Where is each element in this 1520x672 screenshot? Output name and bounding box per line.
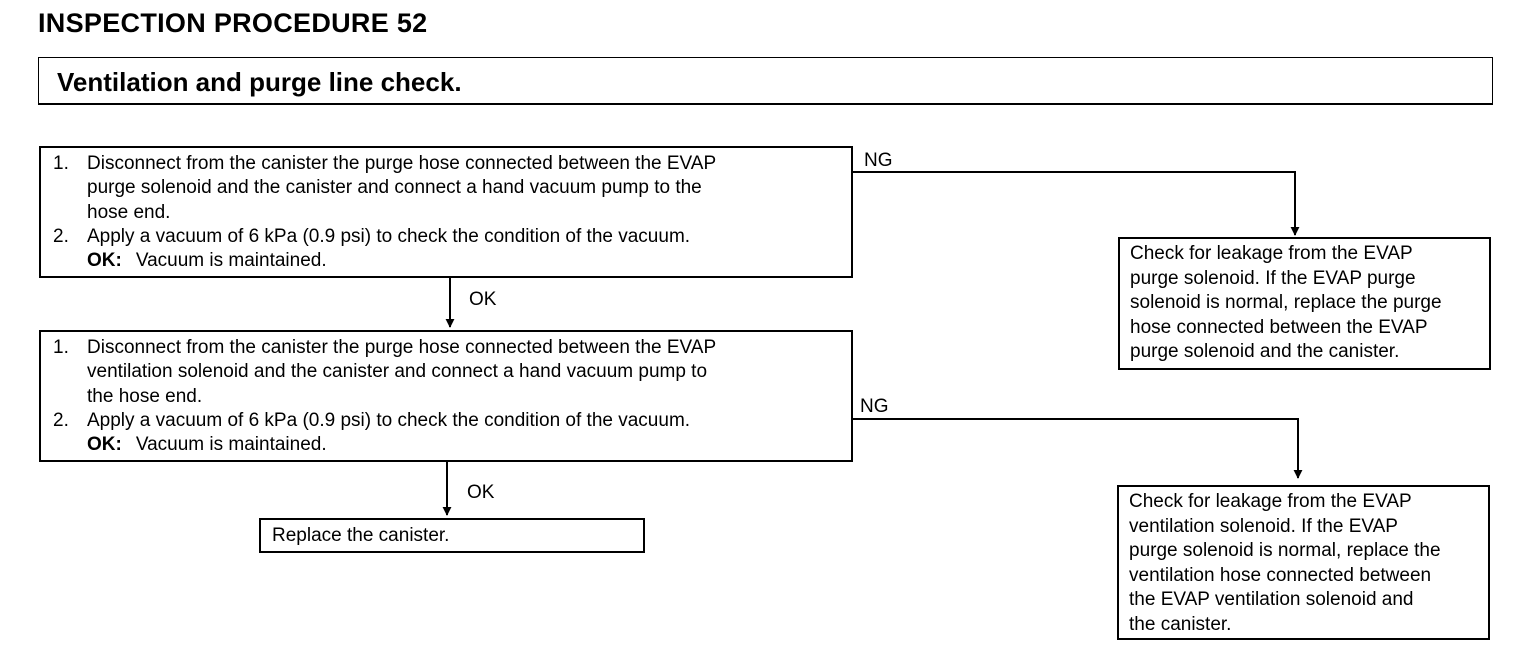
result-line: Check for leakage from the EVAP xyxy=(1130,243,1413,264)
ok-criterion: OK: Vacuum is maintained. xyxy=(41,433,851,457)
step-number: 1. xyxy=(53,153,69,174)
procedure-title: Ventilation and purge line check. xyxy=(57,67,462,97)
step-line: the hose end. xyxy=(87,385,203,407)
result-line: the EVAP ventilation solenoid and xyxy=(1129,589,1414,610)
step-number: 2. xyxy=(53,409,69,431)
result-box-purge: Check for leakage from the EVAP purge so… xyxy=(1118,237,1491,370)
result-line: purge solenoid and the canister. xyxy=(1130,341,1400,362)
step-line: Disconnect from the canister the purge h… xyxy=(87,337,717,358)
procedure-heading: INSPECTION PROCEDURE 52 xyxy=(38,8,428,38)
result-line: purge solenoid. If the EVAP purge xyxy=(1130,267,1416,289)
ok-criterion: OK: Vacuum is maintained. xyxy=(41,249,851,273)
title-box: Ventilation and purge line check. xyxy=(38,57,1493,105)
step-item: 1. Disconnect from the canister the purg… xyxy=(41,336,851,409)
ok-criterion-text: Vacuum is maintained. xyxy=(135,250,327,272)
ng-label-2: NG xyxy=(860,396,889,417)
ok-criterion-label: OK: xyxy=(87,250,122,272)
result-line: ventilation hose connected between xyxy=(1129,564,1432,586)
step-line: ventilation solenoid and the canister an… xyxy=(87,361,708,383)
step-box-1: 1. Disconnect from the canister the purg… xyxy=(39,146,853,278)
step-number: 1. xyxy=(53,337,69,358)
ng-connector-1 xyxy=(852,171,1300,236)
step-number: 2. xyxy=(53,225,69,247)
final-box: Replace the canister. xyxy=(259,518,645,553)
step-line: Apply a vacuum of 6 kPa (0.9 psi) to che… xyxy=(87,225,691,247)
step-item: 2. Apply a vacuum of 6 kPa (0.9 psi) to … xyxy=(41,409,851,433)
step-item: 1. Disconnect from the canister the purg… xyxy=(41,152,851,225)
result-line: solenoid is normal, replace the purge xyxy=(1130,292,1442,313)
step-box-2: 1. Disconnect from the canister the purg… xyxy=(39,330,853,462)
result-line: the canister. xyxy=(1129,613,1232,635)
ng-label-1: NG xyxy=(864,150,893,171)
result-line: hose connected between the EVAP xyxy=(1130,316,1428,338)
step-line: Disconnect from the canister the purge h… xyxy=(87,153,717,174)
ok-criterion-label: OK: xyxy=(87,434,122,456)
ok-criterion-text: Vacuum is maintained. xyxy=(135,434,327,456)
final-box-text: Replace the canister. xyxy=(272,525,450,546)
result-line: purge solenoid is normal, replace the xyxy=(1129,540,1441,561)
ng-connector-2 xyxy=(852,418,1303,479)
result-box-ventilation: Check for leakage from the EVAP ventilat… xyxy=(1117,485,1490,640)
step-item: 2. Apply a vacuum of 6 kPa (0.9 psi) to … xyxy=(41,225,851,249)
ok-label-2: OK xyxy=(467,482,495,503)
step-line: purge solenoid and the canister and conn… xyxy=(87,177,702,199)
result-line: ventilation solenoid. If the EVAP xyxy=(1129,515,1398,537)
step-line: hose end. xyxy=(87,201,171,223)
ok-label-1: OK xyxy=(469,289,497,310)
result-line: Check for leakage from the EVAP xyxy=(1129,491,1412,512)
step-line: Apply a vacuum of 6 kPa (0.9 psi) to che… xyxy=(87,409,691,431)
